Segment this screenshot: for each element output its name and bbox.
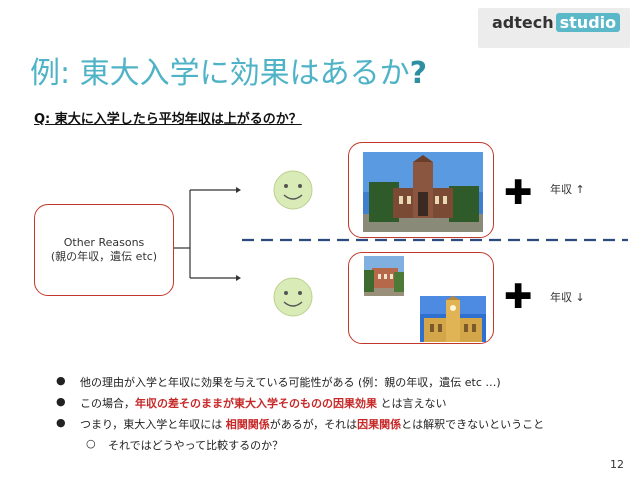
plus-icon-bottom: ✚ [504,277,533,317]
question-line: Q: 東大に入学したら平均年収は上がるのか？ [34,112,302,127]
sub-bullet-mark: ○ [86,437,96,450]
plus-icon-top: ✚ [504,173,533,213]
bullet-text: とは解釈できないということ [401,418,545,431]
university-photo-todai [363,152,483,232]
slide-title-text: 例: 東大入学に効果はあるか [30,56,410,91]
other-reasons-line1: Other Reasons [63,236,145,249]
sub-bullet-text: それではどうやって比較するのか？ [108,439,284,452]
bullet-list: ● 他の理由が入学と年収に効果を与えている可能性がある (例：親の年収，遺伝 e… [56,374,626,454]
smiley-face-icon-bottom [273,277,313,317]
university-photo-small [364,256,404,296]
slide-title-mark: ? [409,56,428,91]
bullet-mark: ● [56,416,66,429]
sub-bullet-item: ○ それではどうやって比較するのか？ [86,437,283,453]
bullet-emphasis-causation: 因果関係 [357,418,402,431]
bullet-emphasis-correlation: 相関関係 [225,418,270,431]
arrowhead-top [236,187,241,193]
bullet-mark: ● [56,374,66,387]
other-reasons-line2: (親の年収，遺伝 etc) [50,250,158,263]
other-reasons-box [34,204,174,296]
smiley-face-icon-top [273,170,313,210]
bullet-text: 他の理由が入学と年収に効果を与えている可能性がある (例：親の年収，遺伝 etc… [80,376,501,389]
bullet-item-2: ● この場合，年収の差そのままが東大入学そのものの因果効果 とは言えない [56,395,447,411]
slide-title: 例: 東大入学に効果はあるか? [30,48,427,92]
arrowhead-bottom [236,275,241,281]
bullet-mark: ● [56,395,66,408]
bullet-text: があるが，それは [269,418,358,431]
todai-group-box [348,142,494,238]
page-number: 12 [610,458,624,471]
logo-part-studio: studio [555,13,621,32]
bullet-emphasis: 年収の差そのままが東大入学そのものの因果効果 [135,397,377,410]
other-reasons-label: Other Reasons (親の年収，遺伝 etc) [34,236,174,264]
income-down-label: 年収 ↓ [550,291,585,304]
university-photo-tower [420,296,486,342]
bullet-text: つまり，東大入学と年収には [80,418,226,431]
bullet-text: とは言えない [377,397,447,410]
bullet-item-1: ● 他の理由が入学と年収に効果を与えている可能性がある (例：親の年収，遺伝 e… [56,374,501,390]
income-up-label: 年収 ↑ [550,183,585,196]
other-university-group-box [348,252,494,344]
bullet-item-3: ● つまり，東大入学と年収には 相関関係があるが，それは因果関係とは解釈できない… [56,416,544,432]
logo-part-adtech: adtech [492,13,554,32]
bullet-text: この場合， [80,397,135,410]
